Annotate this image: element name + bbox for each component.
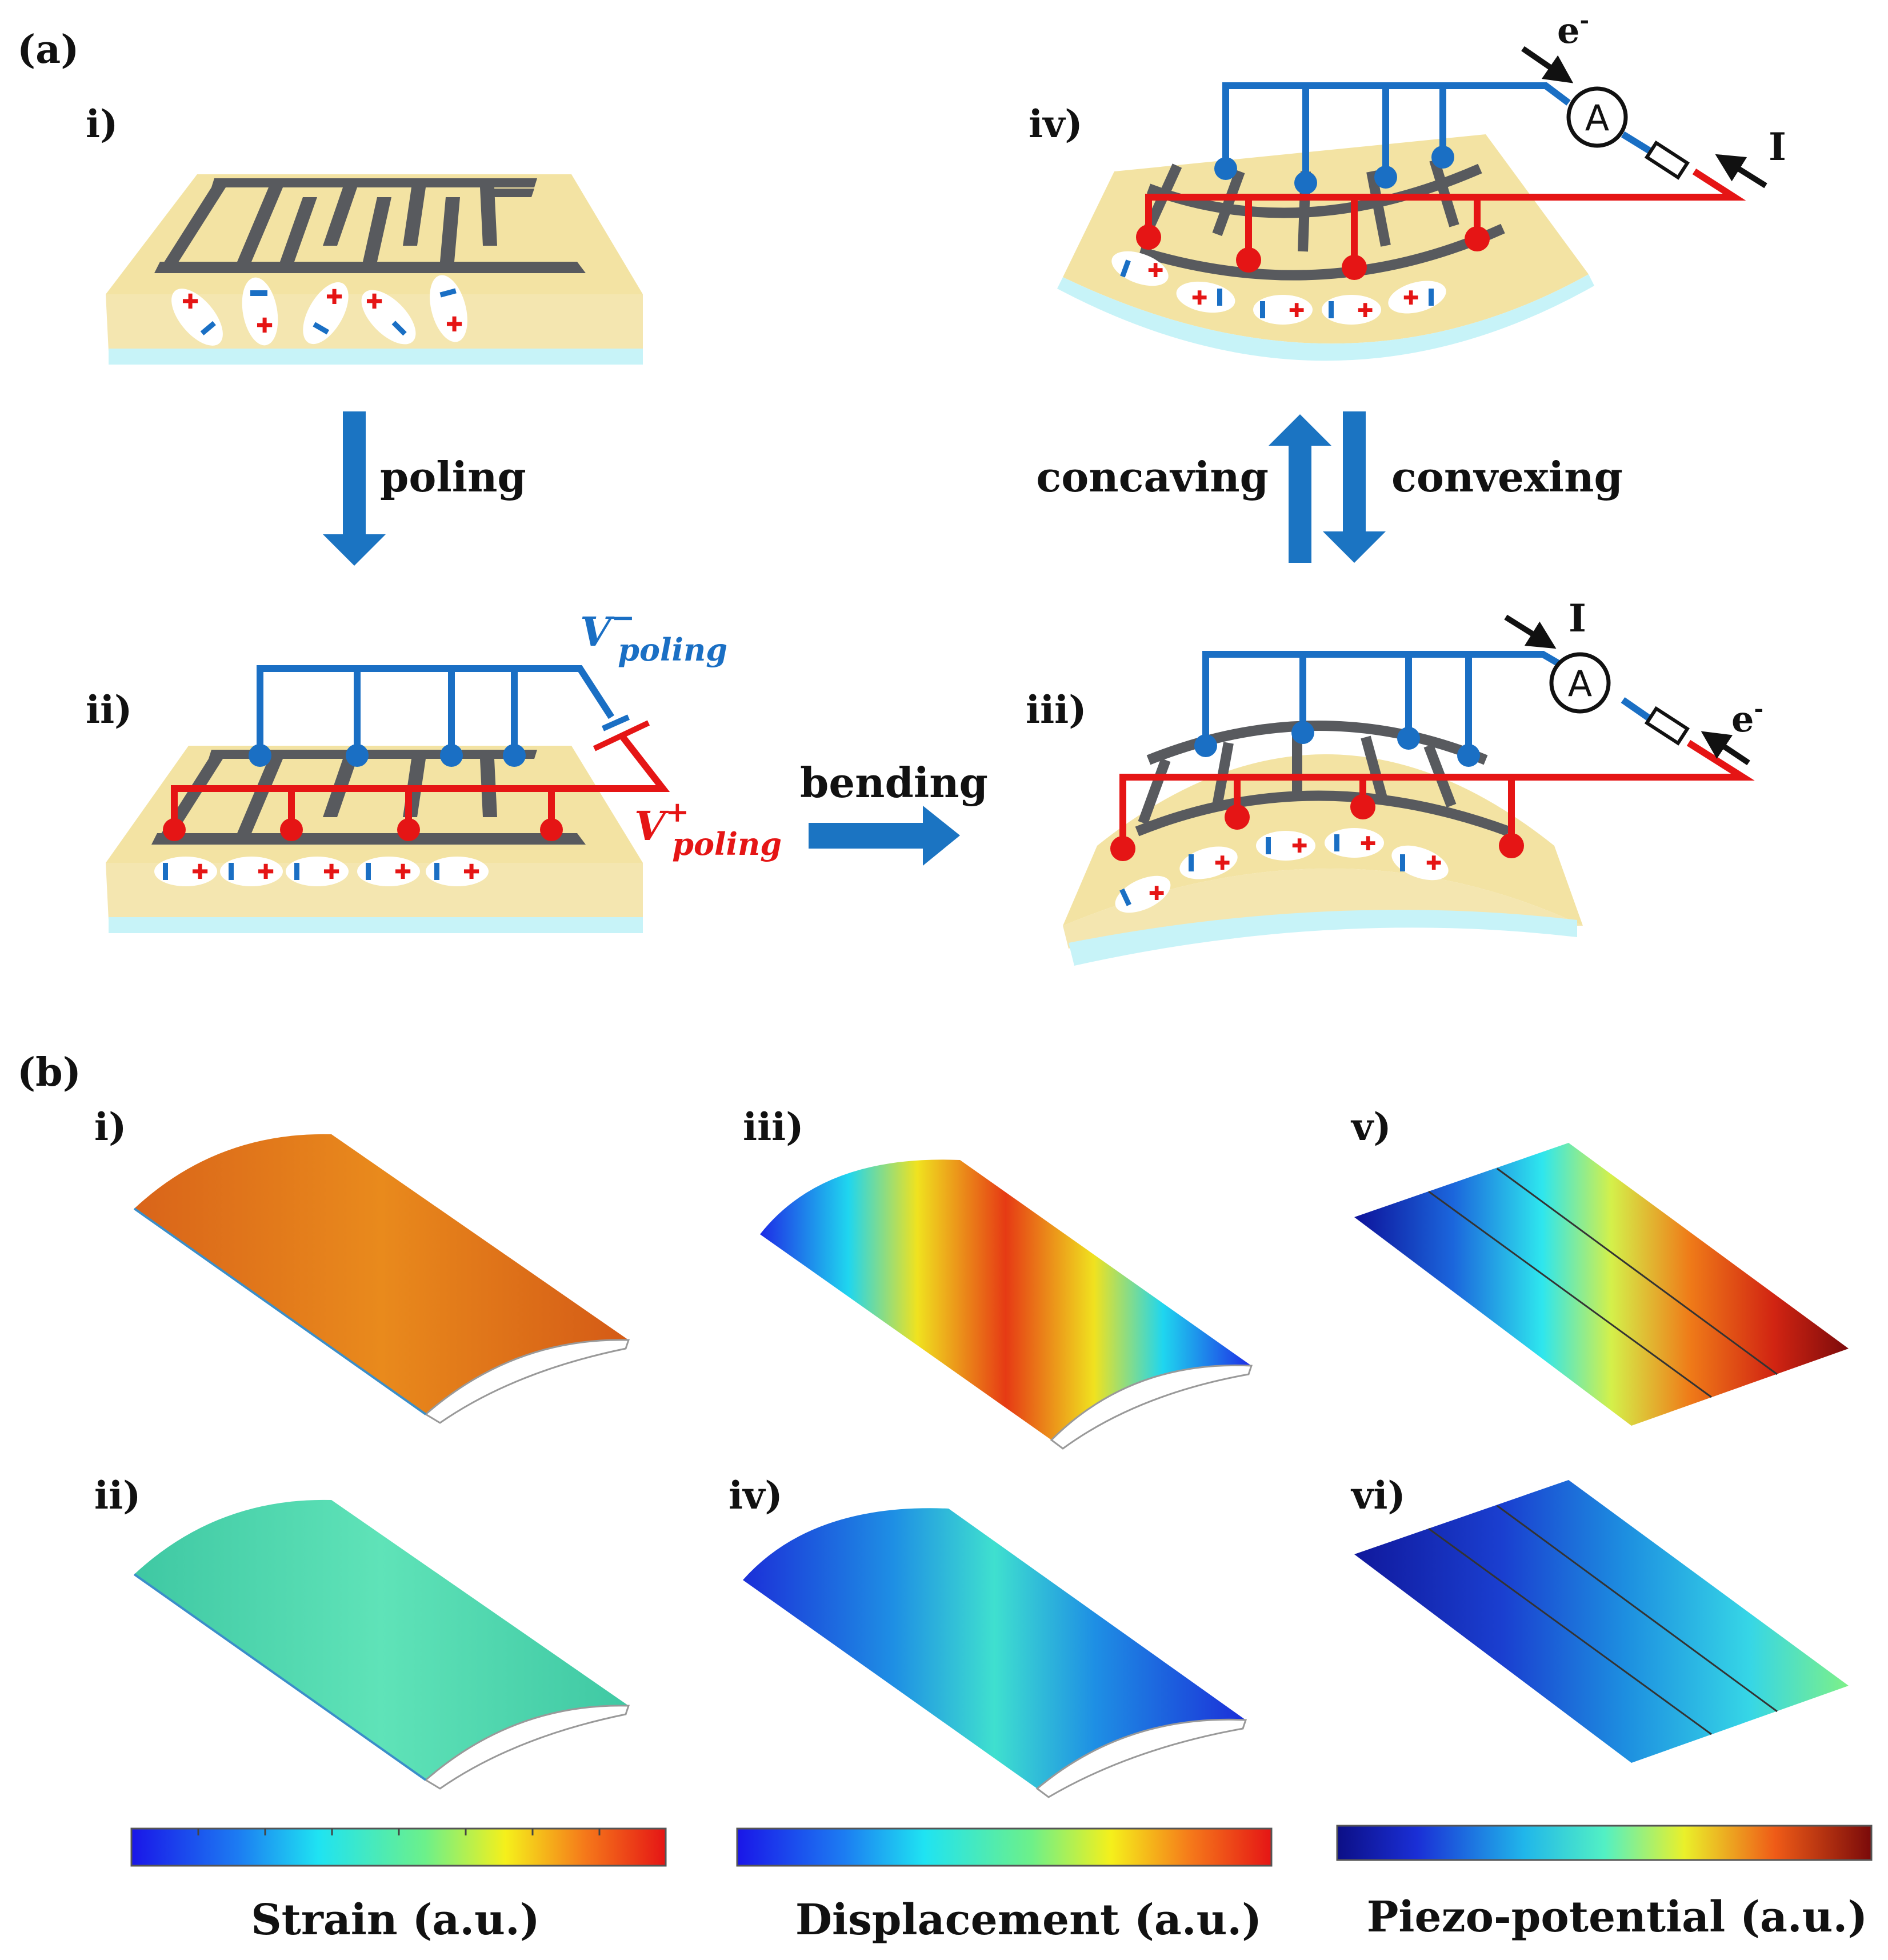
svg-text:✚: ✚ — [191, 861, 209, 884]
substrate-film — [109, 349, 643, 365]
colorbar-piezo-potential: Piezo-potential (a.u.) — [1336, 1825, 1873, 1942]
electron-label: e- — [1731, 695, 1763, 740]
electron-label: e- — [1557, 7, 1589, 51]
piezo-plot-high — [1354, 1143, 1849, 1426]
dipoles-bent: ✚ ✚ ✚ ✚ ✚ — [1111, 251, 1446, 325]
subpanel-i-label: i) — [94, 1105, 126, 1149]
step-iii-label: iii) — [1026, 687, 1086, 732]
concaving-arrow: concaving — [1036, 414, 1331, 563]
svg-text:✚: ✚ — [1147, 259, 1164, 282]
poling-arrow: poling — [323, 411, 526, 566]
subpanel-iii-label: iii) — [743, 1105, 803, 1149]
ammeter-icon — [1549, 652, 1611, 714]
displacement-plot-low — [743, 1508, 1247, 1798]
colorbar-strain-label: Strain (a.u.) — [251, 1895, 540, 1945]
svg-text:✚: ✚ — [256, 314, 273, 338]
negative-wiring — [257, 665, 615, 755]
svg-text:✚: ✚ — [1426, 852, 1442, 875]
substrate-film — [1069, 910, 1577, 966]
ammeter-icon — [1566, 86, 1628, 148]
svg-text:✚: ✚ — [1360, 833, 1377, 855]
step-i: i) ✚ ✚ — [86, 102, 643, 365]
step-iii: iii) — [1026, 596, 1763, 966]
colorbar-strain: Strain (a.u.) — [130, 1827, 667, 1945]
svg-text:✚: ✚ — [1149, 882, 1165, 905]
svg-text:✚: ✚ — [1191, 287, 1208, 310]
substrate-film — [109, 917, 643, 933]
current-label: I — [1569, 596, 1586, 641]
substrate-film — [1057, 274, 1594, 361]
svg-text:✚: ✚ — [394, 861, 411, 884]
colorbar-displacement: Displacement (a.u.) — [736, 1827, 1273, 1945]
poling-label: poling — [380, 453, 526, 501]
ammeter-label: A — [1568, 663, 1592, 705]
strain-plot-low — [133, 1499, 630, 1790]
step-ii: ii) — [86, 601, 782, 933]
svg-text:✚: ✚ — [1291, 835, 1308, 858]
bending-arrow: bending — [800, 758, 988, 866]
svg-text:✚: ✚ — [366, 290, 383, 314]
step-i-label: i) — [86, 102, 118, 146]
strain-plot-high — [133, 1134, 630, 1424]
convexing-label: convexing — [1391, 453, 1623, 501]
bending-label: bending — [800, 758, 988, 807]
colorbar-displacement-label: Displacement (a.u.) — [795, 1895, 1262, 1945]
svg-text:✚: ✚ — [326, 286, 343, 309]
svg-text:✚: ✚ — [323, 861, 340, 884]
displacement-plot-high — [760, 1159, 1253, 1450]
svg-text:✚: ✚ — [1289, 299, 1305, 322]
piezo-plot-low — [1354, 1480, 1849, 1763]
subpanel-vi-label: vi) — [1350, 1473, 1406, 1518]
v-poling-negative: V−poling — [580, 601, 727, 668]
svg-text:✚: ✚ — [1403, 287, 1419, 310]
dipoles-aligned: ✚ ✚ ✚ ✚ ✚ — [154, 857, 489, 886]
panel-b-label: (b) — [17, 1050, 81, 1095]
svg-text:✚: ✚ — [1357, 299, 1374, 322]
dipoles-random: ✚ ✚ ✚ ✚ ✚ — [171, 275, 467, 346]
panel-a-label: (a) — [17, 27, 79, 73]
svg-text:✚: ✚ — [446, 313, 463, 337]
svg-text:✚: ✚ — [257, 861, 274, 884]
v-poling-positive: V+poling — [634, 795, 782, 862]
subpanel-ii-label: ii) — [94, 1473, 141, 1518]
convexing-arrow: convexing — [1323, 411, 1623, 563]
interdigitated-electrodes — [154, 178, 586, 273]
subpanel-iv-label: iv) — [729, 1473, 783, 1518]
step-iv-label: iv) — [1029, 102, 1083, 146]
step-ii-label: ii) — [86, 687, 132, 732]
svg-text:✚: ✚ — [1214, 852, 1231, 875]
current-label: I — [1769, 125, 1786, 169]
concaving-label: concaving — [1036, 453, 1269, 501]
colorbar-piezo-label: Piezo-potential (a.u.) — [1367, 1893, 1868, 1942]
dipoles-bent: ✚ ✚ ✚ ✚ ✚ — [1115, 828, 1449, 913]
svg-text:✚: ✚ — [463, 861, 480, 884]
svg-text:✚: ✚ — [182, 290, 199, 314]
ammeter-label: A — [1585, 97, 1609, 139]
step-iv: iv) — [1029, 7, 1786, 361]
subpanel-v-label: v) — [1350, 1105, 1391, 1149]
substrate-bent-side — [1063, 869, 1583, 949]
